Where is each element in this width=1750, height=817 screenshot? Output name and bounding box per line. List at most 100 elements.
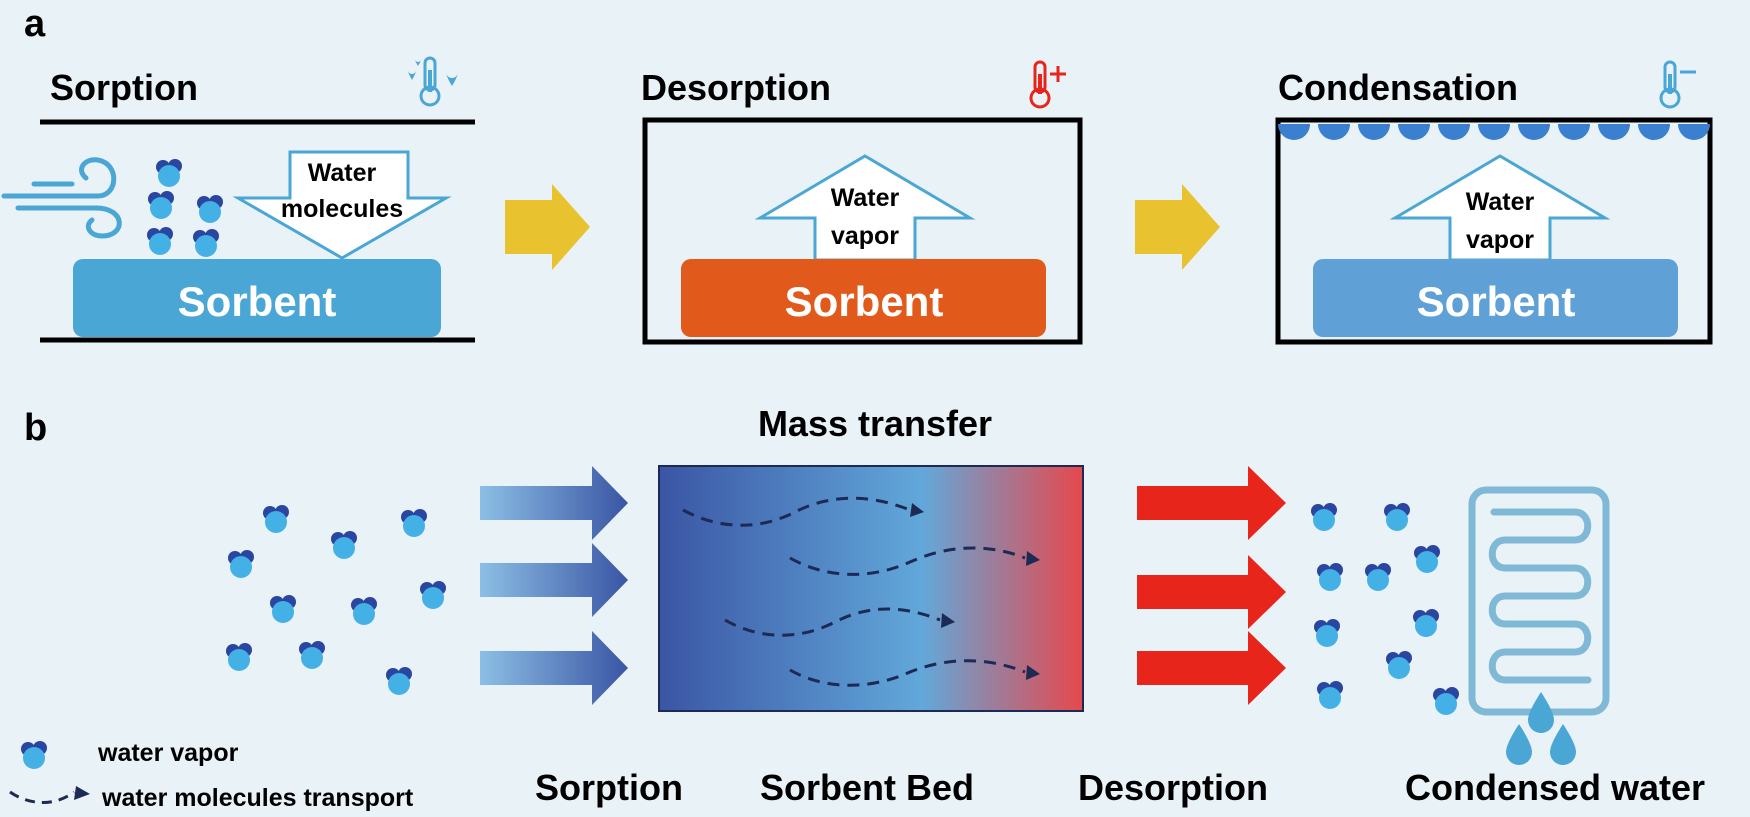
sorption-arrow-text-2: molecules (281, 195, 403, 223)
condensed-droplet (1478, 124, 1510, 140)
water-molecule (1317, 681, 1343, 709)
water-molecule (1413, 609, 1439, 637)
water-vapor-up-arrow-condensation (1389, 154, 1611, 262)
water-molecule (1311, 503, 1337, 531)
condensed-droplet (1358, 124, 1390, 140)
desorption-stage: Desorption Water vapor Sorbent (641, 60, 1083, 345)
water-molecule (1433, 687, 1459, 715)
transport-arrowhead (941, 613, 955, 628)
water-molecule (1365, 563, 1391, 591)
transport-paths (682, 496, 1026, 687)
sorbent-block-sorption (73, 259, 441, 337)
sorbent-block-desorption (681, 259, 1046, 337)
desorption-arrow-text-1: Water (831, 184, 900, 212)
legend-transport-label: water molecules transport (101, 784, 414, 812)
sorption-molecules (147, 159, 223, 257)
water-molecule (1386, 651, 1412, 679)
transport-path (789, 659, 1026, 687)
condensed-droplet (1518, 124, 1550, 140)
sorption-arrow-text-1: Water (308, 159, 377, 187)
condensed-droplet (1638, 124, 1670, 140)
legend: water vapor water molecules transport (9, 739, 414, 812)
water-molecule (193, 229, 219, 257)
condensed-droplets (1278, 124, 1710, 140)
water-molecule (228, 550, 254, 578)
condensed-droplet (1398, 124, 1430, 140)
legend-dashed-arrow-icon (9, 790, 75, 804)
water-molecule (1317, 563, 1343, 591)
desorption-title: Desorption (641, 67, 831, 108)
condensation-arrow-text-1: Water (1466, 188, 1535, 216)
condensation-chamber (1275, 117, 1713, 345)
condensed-droplet (1318, 124, 1350, 140)
wind-icon (1, 157, 122, 239)
caption-sorbent-bed: Sorbent Bed (760, 767, 974, 808)
water-molecule (386, 667, 412, 695)
transport-path (724, 607, 941, 637)
transport-path (789, 546, 1026, 576)
inflow-arrow (480, 466, 628, 540)
thermometer-plus-icon (1029, 60, 1066, 109)
inflow-arrow (480, 543, 628, 617)
transport-arrowhead (1026, 551, 1040, 566)
water-molecule (147, 227, 173, 255)
condenser-coil-icon (1468, 486, 1610, 716)
outflow-arrows (1137, 466, 1286, 705)
panel-a-label: a (24, 3, 46, 45)
caption-sorption: Sorption (535, 767, 683, 808)
water-molecule (420, 581, 446, 609)
inflow-arrows (480, 466, 628, 705)
desorption-chamber (642, 117, 1083, 345)
process-arrow-2 (1135, 184, 1220, 270)
mass-transfer-title: Mass transfer (758, 403, 992, 444)
sorption-title: Sorption (50, 67, 198, 108)
condensation-stage: Condensation Water vapor Sorbent (1275, 60, 1713, 345)
thermometer-droplets-icon (408, 56, 458, 107)
condensation-title: Condensation (1278, 67, 1518, 108)
water-vapor-up-arrow-desorption (754, 154, 976, 262)
condensed-droplet (1598, 124, 1630, 140)
transport-arrowhead (1026, 665, 1040, 680)
water-molecule (351, 597, 377, 625)
desorption-arrow-text-2: vapor (831, 222, 899, 250)
thermometer-minus-icon (1659, 60, 1696, 109)
condensation-arrow-text-2: vapor (1466, 226, 1534, 254)
caption-desorption: Desorption (1078, 767, 1268, 808)
legend-vapor-label: water vapor (97, 739, 239, 767)
process-arrow-1 (505, 184, 590, 270)
legend-molecule-icon (21, 741, 47, 769)
transport-arrowhead (910, 503, 924, 517)
panel-b-label: b (24, 407, 47, 449)
sorbent-label-condensation: Sorbent (1417, 278, 1576, 325)
water-molecule (197, 195, 223, 223)
legend-arrowhead (74, 786, 90, 800)
sorbent-block-condensation (1313, 259, 1678, 337)
water-molecule (401, 509, 427, 537)
water-molecule (1314, 619, 1340, 647)
water-molecule (1414, 545, 1440, 573)
water-molecule (299, 641, 325, 669)
condensed-droplet (1678, 124, 1710, 140)
water-molecule (1384, 503, 1410, 531)
caption-condensed-water: Condensed water (1405, 767, 1705, 808)
water-molecules-down-arrow (232, 150, 452, 260)
sorbent-label-desorption: Sorbent (785, 278, 944, 325)
sorbent-label-sorption: Sorbent (178, 278, 337, 325)
water-drops-icon (1506, 692, 1576, 765)
sorbent-bed (658, 465, 1084, 712)
transport-arrowheads (910, 503, 1040, 680)
water-molecule (226, 643, 252, 671)
condensed-droplet (1558, 124, 1590, 140)
inflow-arrow (480, 631, 628, 705)
condensed-droplet (1278, 124, 1310, 140)
water-molecule (263, 505, 289, 533)
inflow-molecules (226, 505, 446, 695)
water-molecule (270, 595, 296, 623)
outflow-arrow (1137, 631, 1286, 705)
sorption-stage: Sorption Water molecules Sorbent (1, 56, 475, 343)
water-molecule (331, 531, 357, 559)
water-molecule (156, 159, 182, 187)
outflow-arrow (1137, 466, 1286, 540)
